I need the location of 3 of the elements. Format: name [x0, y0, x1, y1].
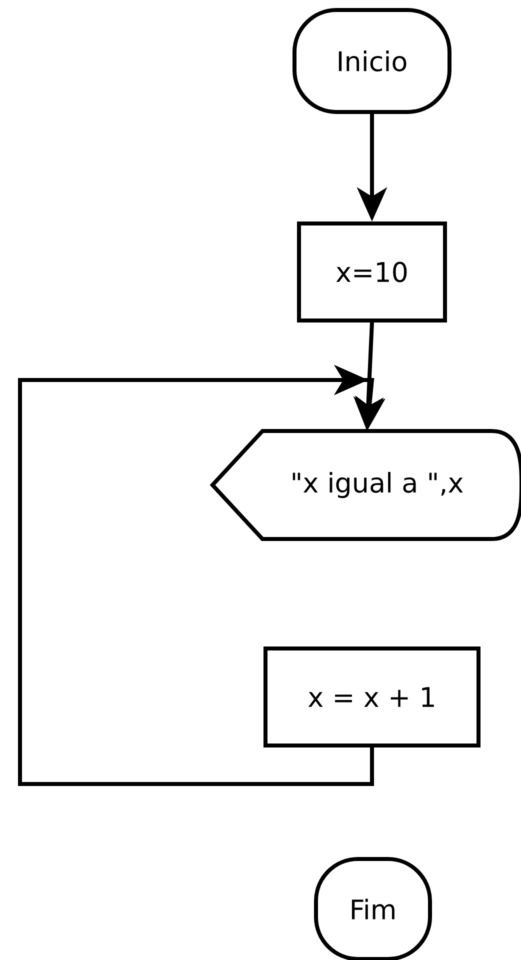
process-box: x=10	[297, 222, 447, 322]
arrow	[18, 364, 386, 786]
process-box: x = x + 1	[264, 646, 480, 748]
